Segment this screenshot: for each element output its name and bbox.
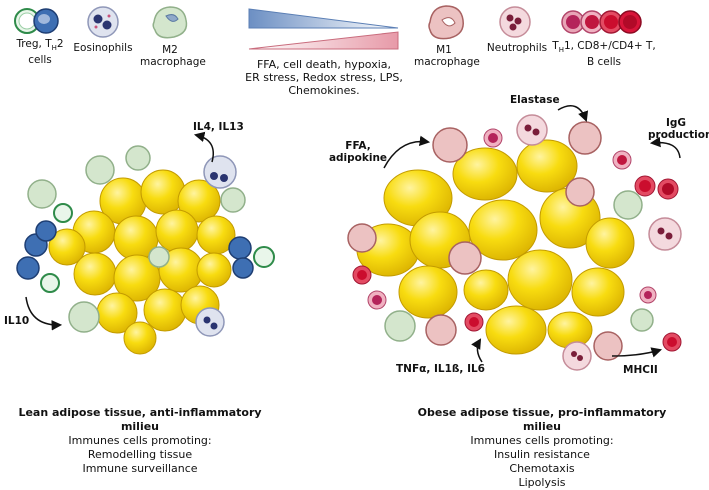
lean-title: Lean adipose tissue, anti-inflammatory m… (18, 406, 262, 433)
elastase-arrow (557, 105, 589, 122)
legend-neutrophil-icon (499, 6, 531, 38)
pro-inflammatory-gradient-wedge (248, 31, 399, 50)
legend-treg-icon (14, 8, 59, 34)
ffa-arrow (383, 135, 431, 169)
legend-eosinophil-icon (87, 6, 119, 38)
tnf-il1b-il6-label: TNFα, IL1ß, IL6 (396, 363, 485, 375)
th1-label: TH1, CD8+/CD4+ T, B cells (552, 40, 656, 69)
stimuli-text: FFA, cell death, hypoxia, ER stress, Red… (245, 58, 403, 97)
lean-line2: Remodelling tissue (87, 448, 193, 461)
obese-line2: Insulin resistance (494, 448, 590, 461)
il10-label: IL10 (4, 315, 30, 327)
diagram-canvas (14, 5, 682, 371)
lean-caption: Lean adipose tissue, anti-inflammatory m… (0, 406, 280, 476)
legend-m1-icon (428, 5, 464, 40)
obese-line3: Chemotaxis (509, 462, 575, 475)
mhcii-arrow (611, 347, 663, 358)
obese-title: Obese adipose tissue, pro-inflammatory m… (417, 406, 667, 433)
obese-adipose-tissue (347, 114, 682, 371)
elastase-label: Elastase (510, 94, 560, 106)
lean-line3: Immune surveillance (82, 462, 198, 475)
il4-arrow (193, 131, 214, 163)
anti-inflammatory-gradient-wedge (248, 8, 399, 29)
eosinophils-label: Eosinophils (73, 42, 133, 54)
neutrophils-label: Neutrophils (486, 42, 548, 54)
legend-tcell-icon (561, 10, 642, 34)
ffa-adipokine-label: FFA,adipokine (328, 140, 388, 164)
legend-m2-icon (152, 6, 188, 39)
igg-arrow (649, 136, 681, 159)
obese-line1: Immunes cells promoting: (470, 434, 614, 447)
obese-caption: Obese adipose tissue, pro-inflammatory m… (398, 406, 686, 490)
obese-line4: Lipolysis (518, 476, 566, 489)
lean-line1: Immunes cells promoting: (68, 434, 212, 447)
mhcii-label: MHCII (623, 364, 658, 376)
treg-label: Treg, TH2 cells (16, 38, 64, 67)
il4-il13-label: IL4, IL13 (193, 121, 244, 133)
tnf-arrow (471, 338, 483, 363)
il10-arrow (25, 296, 63, 331)
lean-adipose-tissue (16, 145, 275, 355)
